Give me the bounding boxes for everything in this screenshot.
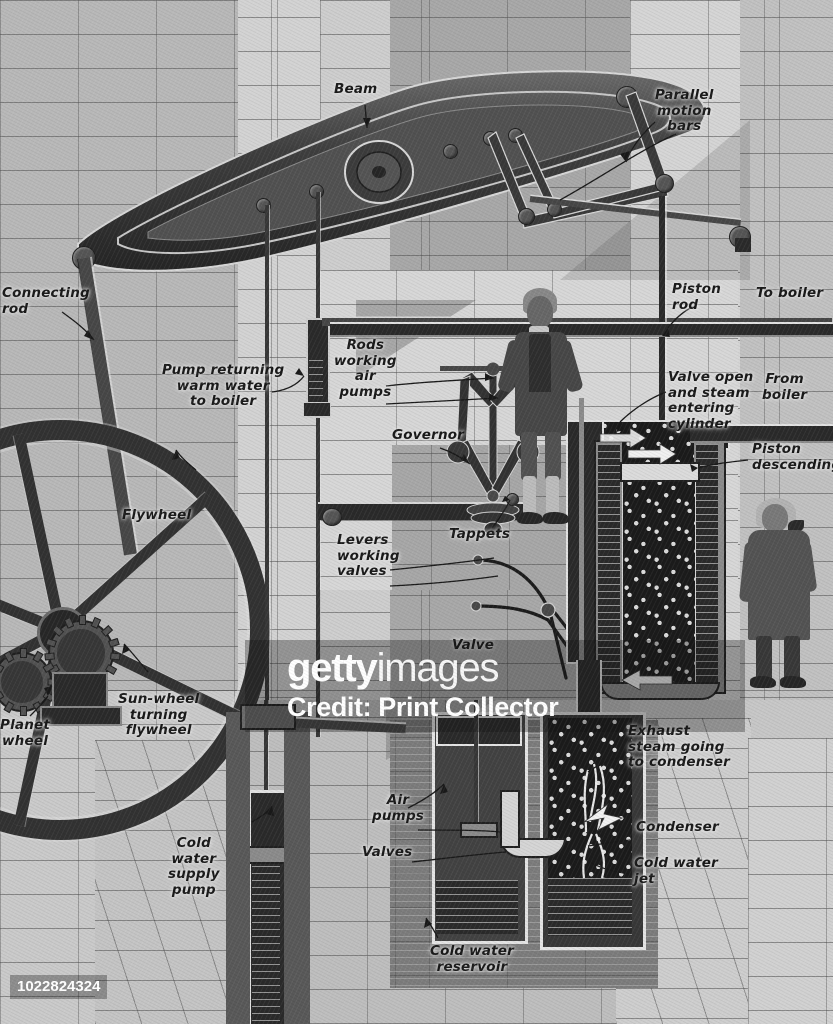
supply-pump-well-masonry [226, 712, 250, 1024]
label-beam: Beam [334, 81, 378, 97]
to-boiler-pipe [330, 322, 833, 337]
cylinder-jacket-right-wall [696, 444, 718, 686]
label-piston-descending: Piston descending [752, 441, 833, 473]
label-from-boiler: From boiler [762, 371, 808, 403]
cylinder-jacket-left-wall [598, 444, 620, 686]
pump-gland [303, 402, 331, 417]
cold-water-jet [582, 763, 624, 879]
parallel-motion-joint-lower [655, 174, 674, 193]
supply-pump-water [252, 866, 280, 1024]
eduction-pipe-vertical [500, 790, 520, 848]
label-cold-water-reservoir: Cold water reservoir [430, 943, 515, 975]
planet-wheel [0, 648, 57, 716]
label-pump-returning-warm-water: Pump returning warm water to boiler [162, 362, 285, 409]
watermark-credit: Credit: Print Collector [287, 692, 559, 722]
radius-bar-wall-bracket [735, 238, 751, 252]
condenser-water [548, 878, 632, 936]
parallel-motion-joint-mid [518, 208, 535, 225]
air-pump-water [436, 880, 518, 934]
label-air-pumps: Air pumps [372, 792, 425, 824]
label-piston-rod: Piston rod [672, 281, 722, 313]
label-parallel-motion-bars: Parallel motion bars [655, 87, 714, 134]
supply-pump-well-masonry-r [284, 712, 310, 1024]
getty-logo-light: images [376, 646, 500, 690]
hair-ribbon [788, 520, 804, 532]
getty-watermark: gettyimages Credit: Print Collector [245, 640, 745, 732]
label-levers-working-valves: Levers working valves [337, 532, 400, 579]
pump-barrel-hatch [309, 360, 323, 412]
air-pump-rod-left [265, 205, 269, 735]
air-pump-rod-right [316, 192, 320, 737]
getty-logo: gettyimages [287, 646, 500, 691]
figure-observer [738, 498, 824, 690]
label-to-boiler: To boiler [756, 285, 824, 301]
label-rods-working-air-pumps: Rods working air pumps [334, 337, 397, 400]
getty-logo-bold: getty [287, 646, 378, 690]
condenser-steam-space [548, 718, 632, 878]
label-valve-open-steam-entering-cylinder: Valve open and steam entering cylinder [668, 369, 754, 432]
wall-lower-right [748, 738, 833, 1024]
label-cold-water-supply-pump: Cold water supply pump [168, 835, 220, 898]
label-valves: Valves [362, 844, 413, 860]
label-flywheel: Flywheel [122, 507, 192, 523]
warm-water-pipe-long [322, 318, 832, 325]
figure-engineman [496, 288, 585, 526]
duct-joint [322, 508, 342, 526]
label-condenser: Condenser [636, 819, 719, 835]
flywheel-pedestal-base [40, 706, 122, 726]
beam-link-pin-c [443, 144, 458, 159]
valve-spindle [579, 398, 584, 668]
label-planet-wheel: Planet wheel [0, 717, 51, 749]
label-connecting-rod: Connecting rod [2, 285, 90, 317]
air-pump-bucket-rod [474, 700, 478, 828]
from-boiler-pipe [690, 424, 833, 443]
label-sun-wheel: Sun-wheel turning flywheel [118, 691, 200, 738]
getty-asset-id: 1022824324 [10, 975, 108, 999]
label-cold-water-jet: Cold water jet [634, 855, 719, 887]
label-governor: Governor [392, 427, 465, 443]
label-tappets: Tappets [449, 526, 511, 542]
